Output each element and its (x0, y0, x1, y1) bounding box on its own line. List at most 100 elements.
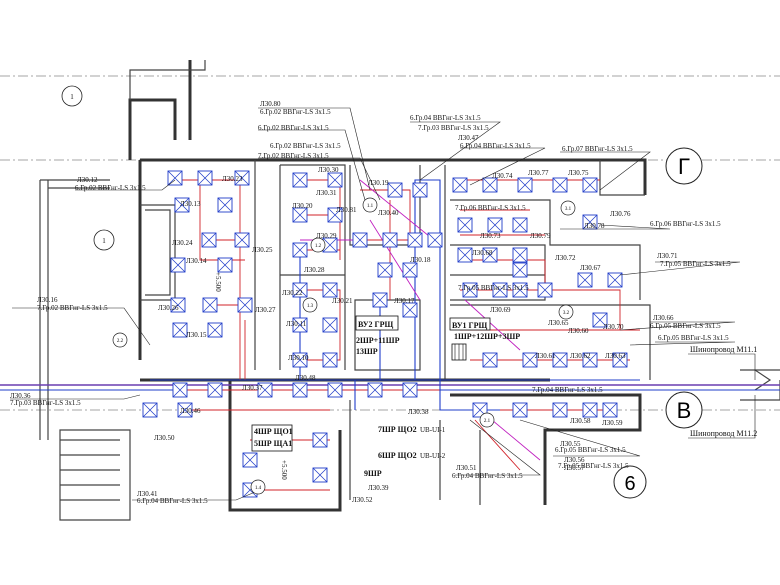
socket-marker-s4: 3.2 (558, 304, 574, 320)
panel-5shr-label: 5ШР ЩА1 (254, 439, 292, 448)
busway-m11-1-label: Шинопровод М11.1 (690, 345, 757, 354)
room-label-l60: Л30.60 (568, 327, 589, 335)
cable-label-g04_d: 6.Гр.04 ВВГнг-LS 3x1.5 (137, 497, 208, 505)
socket-marker-s8: 1.4 (250, 479, 266, 495)
luminaire-icon (234, 232, 250, 248)
room-label-l58: Л30.58 (570, 417, 591, 425)
panel-ub1-label: UB-UI-1 (420, 426, 446, 434)
luminaire-icon (322, 352, 338, 368)
room-label-l27: Л30.27 (255, 306, 276, 314)
cable-label-g05_d: 6.Гр.05 ВВГнг-LS 3x1.5 (658, 334, 729, 342)
room-label-l22: Л30.22 (282, 289, 303, 297)
luminaire-icon (582, 177, 598, 193)
luminaire-icon (207, 382, 223, 398)
room-label-l47: Л30.47 (458, 134, 479, 142)
luminaire-icon (582, 352, 598, 368)
luminaire-icon (207, 322, 223, 338)
cable-label-g02_left: 6.Гр.02 ВВГнг-LS 3x1.5 (270, 142, 341, 150)
luminaire-icon (412, 182, 428, 198)
luminaire-icon (612, 352, 628, 368)
room-label-l81: Л30.81 (336, 206, 357, 214)
luminaire-icon (552, 352, 568, 368)
room-label-l18: Л30.18 (410, 256, 431, 264)
luminaire-icon (292, 317, 308, 333)
luminaire-icon (607, 272, 623, 288)
elevation-mark: +5.500 (214, 272, 222, 292)
luminaire-icon (537, 282, 553, 298)
room-label-l28: Л30.28 (304, 266, 325, 274)
room-label-l30: Л30.30 (318, 166, 339, 174)
luminaire-icon (292, 382, 308, 398)
luminaire-icon (237, 297, 253, 313)
cable-label-g07: 6.Гр.07 ВВГнг-LS 3x1.5 (562, 145, 633, 153)
luminaire-icon (177, 402, 193, 418)
room-label-l69: Л30.69 (490, 306, 511, 314)
socket-marker-s7: 2.2 (112, 332, 128, 348)
luminaire-icon (512, 247, 528, 263)
luminaire-icon (402, 302, 418, 318)
room-label-l52: Л30.52 (352, 496, 373, 504)
room-label-l55: Л30.55 (560, 440, 581, 448)
leader-lines (10, 107, 756, 501)
axis-marker-v: В (665, 391, 703, 429)
axis-1-label: 1 (70, 93, 74, 101)
axis-marker-1: 1 (61, 85, 83, 107)
cable-label-g02_top: 6.Гр.02 ВВГнг-LS 3x1.5 (260, 108, 331, 116)
luminaire-icon (142, 402, 158, 418)
luminaire-icon (372, 292, 388, 308)
luminaire-icon (387, 182, 403, 198)
cable-label-g05_b: 7.Гр.05 ВВГнг-LS 3x1.5 (458, 284, 529, 292)
cable-labels: 6.Гр.02 ВВГнг-LS 3x1.5 6.Гр.02 ВВГнг-LS 3… (10, 108, 731, 505)
luminaire-icon (487, 217, 503, 233)
room-label-l17: Л30.17 (394, 297, 415, 305)
socket-label: 2.2 (117, 339, 124, 344)
room-label-l31: Л30.31 (316, 189, 337, 197)
luminaire-icon (382, 232, 398, 248)
luminaire-icon (327, 207, 343, 223)
luminaire-icon (517, 177, 533, 193)
luminaire-icon (217, 197, 233, 213)
cable-label-g06_b: 7.Гр.06 ВВГнг-LS 3x1.5 (455, 204, 526, 212)
axis-marker-1b: 1 (93, 229, 115, 251)
socket-marker-s3: 3.1 (560, 200, 576, 216)
luminaire-icon (522, 352, 538, 368)
room-label-l71: Л30.71 (657, 252, 678, 260)
luminaire-icon (512, 217, 528, 233)
panel-vu2: ВУ2 ГРЩ 2ШР+11ШР 13ШР (355, 315, 400, 356)
luminaire-icon (322, 317, 338, 333)
busway-lines (0, 384, 780, 391)
panel-7shr-label: 7ШР ЩО2 (378, 425, 417, 434)
luminaire-icon (552, 177, 568, 193)
room-label-l10: Л30.10 (288, 354, 309, 362)
room-label-l25: Л30.25 (252, 246, 273, 254)
cable-label-g03_b: 7.Гр.03 ВВГнг-LS 3x1.5 (10, 399, 81, 407)
luminaire-icon (457, 217, 473, 233)
luminaire-icon (402, 382, 418, 398)
axis-g-label: Г (678, 154, 690, 179)
luminaire-icon (234, 170, 250, 186)
luminaire-icon (577, 272, 593, 288)
luminaire-icon (202, 297, 218, 313)
luminaire-icon (242, 452, 258, 468)
room-label-l15: Л30.15 (186, 331, 207, 339)
room-label-l36: Л30.36 (10, 392, 31, 400)
room-label-l80: Л30.80 (260, 100, 281, 108)
luminaire-icon (452, 177, 468, 193)
luminaire-icon (292, 352, 308, 368)
room-label-l76: Л30.76 (610, 210, 631, 218)
luminaire-icon (377, 262, 393, 278)
elevation-mark-2: +5.500 (280, 460, 288, 480)
cable-label-g04_top: 6.Гр.04 ВВГнг-LS 3x1.5 (410, 114, 481, 122)
luminaire-icon (292, 282, 308, 298)
room-label-l14: Л30.14 (186, 257, 207, 265)
luminaire-icon (352, 232, 368, 248)
room-label-l63: Л30.63 (605, 352, 626, 360)
panel-ub2-label: UB-UI-2 (420, 452, 446, 460)
room-label-l72: Л30.72 (555, 254, 576, 262)
room-label-l61: Л30.61 (535, 352, 556, 360)
panel-vu2-label: ВУ2 ГРЩ (358, 320, 394, 329)
cable-label-g06_a: 6.Гр.06 ВВГнг-LS 3x1.5 (650, 220, 721, 228)
cable-label-g05_c: 6.Гр.05 ВВГнг-LS 3x1.5 (650, 322, 721, 330)
luminaire-icon (402, 262, 418, 278)
